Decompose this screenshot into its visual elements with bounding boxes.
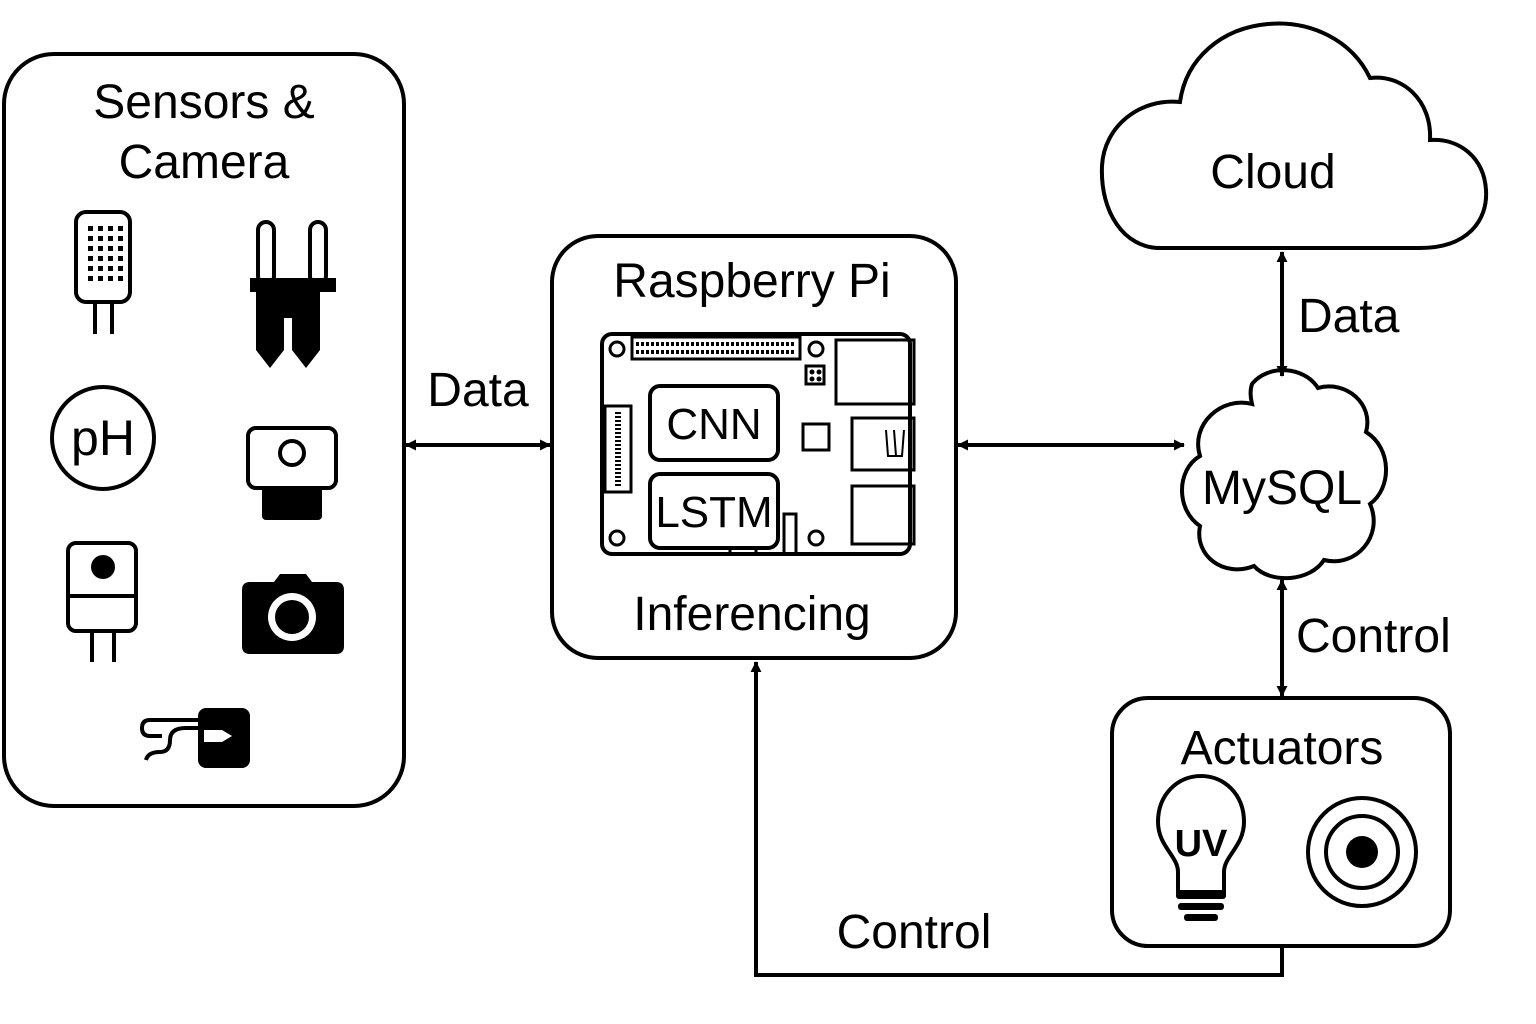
raspberry-pi-title: Raspberry Pi: [613, 255, 890, 308]
model-cnn: CNN: [666, 400, 761, 449]
cloud-mysql-label: Data: [1298, 290, 1400, 343]
actuators-title: Actuators: [1181, 722, 1384, 775]
ph-sensor-icon: pH: [50, 385, 156, 491]
sensors-pi-label: Data: [427, 364, 529, 417]
sensors-panel: Sensors & Camera pH: [2, 52, 406, 808]
cloud-label: Cloud: [1210, 146, 1335, 199]
camera-icon: [242, 574, 344, 654]
uv-label: UV: [1175, 823, 1228, 865]
raspberry-pi-panel: Raspberry Pi: [550, 234, 958, 660]
soil-probe-icon: [250, 220, 336, 368]
light-sensor-icon: [66, 541, 138, 662]
sensors-title-line2: Camera: [119, 136, 290, 189]
mysql-actuators-label: Control: [1296, 610, 1451, 663]
temperature-probe-icon: [139, 708, 250, 768]
model-lstm: LSTM: [655, 488, 772, 537]
mysql-label: MySQL: [1202, 462, 1362, 515]
camera-module-icon: [246, 426, 338, 520]
inferencing-label: Inferencing: [633, 588, 871, 641]
humidity-sensor-icon: [74, 210, 132, 334]
sensors-title-line1: Sensors &: [93, 76, 314, 129]
actuators-pi-arrow: [750, 661, 1284, 977]
uv-lamp-icon: UV: [1155, 773, 1247, 921]
mysql-database-node: MySQL: [1180, 368, 1388, 580]
actuators-panel: Actuators UV: [1110, 696, 1452, 948]
raspberry-pi-board: CNN LSTM: [600, 332, 916, 556]
cloud-node: Cloud: [1099, 21, 1489, 250]
ph-label: pH: [71, 410, 135, 466]
connectors: Data Data Control Control: [405, 251, 1451, 977]
pump-icon: [1306, 796, 1418, 908]
actuators-pi-label: Control: [837, 906, 992, 959]
